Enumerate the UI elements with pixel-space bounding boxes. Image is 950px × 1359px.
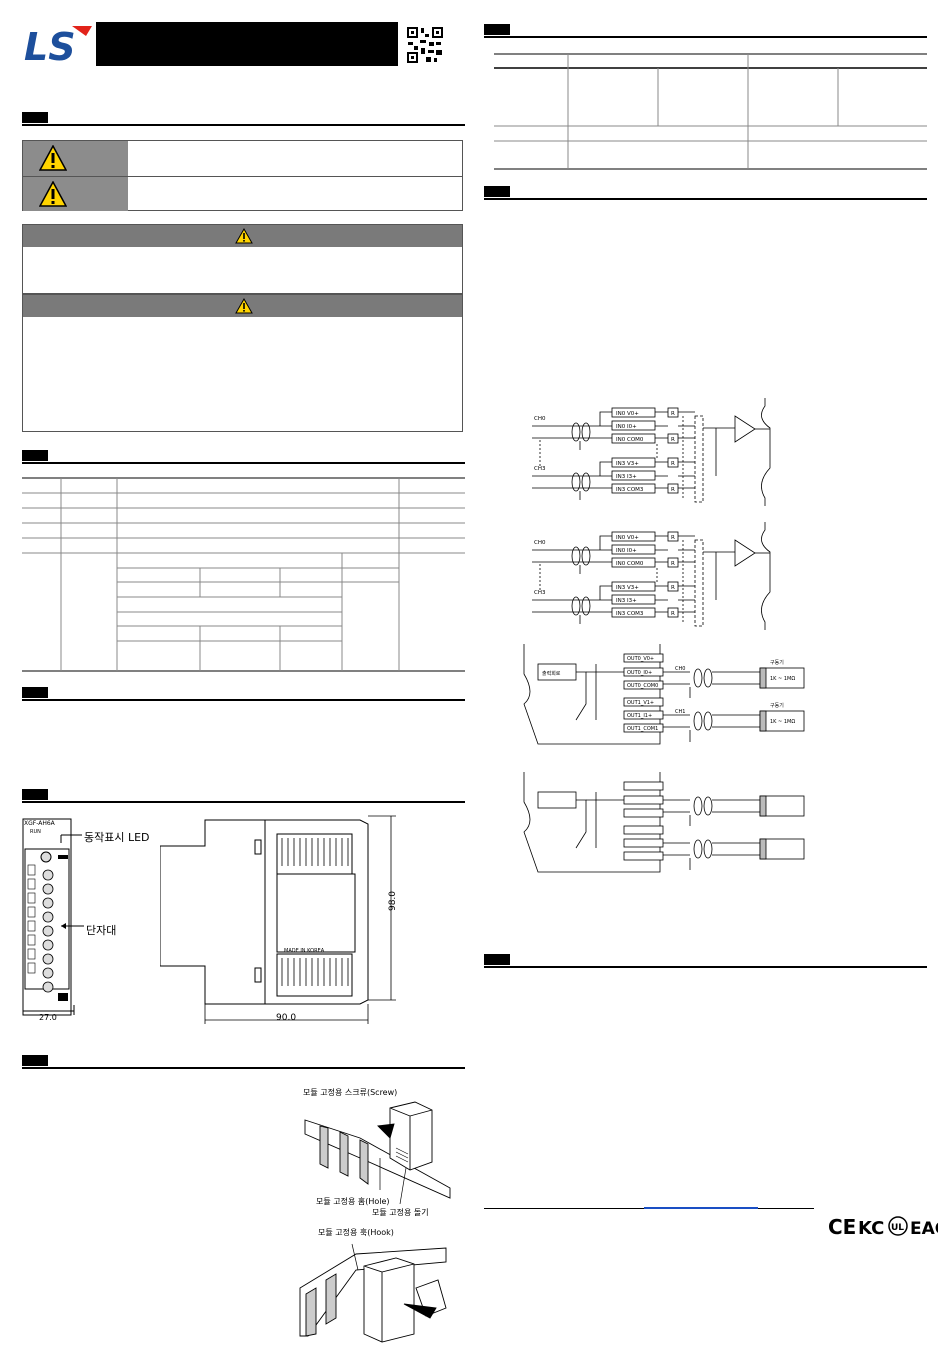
section-header-7 <box>484 186 927 200</box>
output-wiring-diagram-2 <box>523 772 805 873</box>
certification-marks: CE KC UL EAC <box>828 1214 947 1239</box>
pin-label: OUT0_I0+ <box>627 670 652 676</box>
warning-triangle-icon <box>39 145 67 171</box>
resistor-label: R <box>671 411 675 417</box>
warning-icon <box>235 228 253 244</box>
resistor-label: R <box>671 535 675 541</box>
safety-symbol-box <box>22 140 463 211</box>
resistor-label: R <box>671 461 675 467</box>
led-callout-label: 동작표시 LED <box>84 831 150 844</box>
dim-height: 98.0 <box>388 890 399 912</box>
section-header-3 <box>22 687 465 701</box>
section-header-1 <box>22 112 465 126</box>
warning-panel-1 <box>22 224 463 294</box>
pin-label: IN3 V3+ <box>616 461 639 467</box>
qr-code <box>406 26 444 64</box>
pin-label: IN0 V0+ <box>616 535 639 541</box>
ul-mark-text: UL <box>891 1223 904 1233</box>
ce-mark-icon: CE <box>828 1215 856 1238</box>
terminal-callout-label: 단자대 <box>86 924 117 937</box>
install-drawing-1 <box>304 1101 451 1205</box>
pin-label: IN0 V0+ <box>616 411 639 417</box>
front-width-dimension <box>22 1005 75 1015</box>
footer-link[interactable] <box>644 1207 758 1209</box>
pin-label: IN3 I3+ <box>616 598 637 604</box>
performance-table <box>494 53 927 170</box>
module-side-view: MADE IN KOREA <box>160 815 396 1024</box>
pin-label: OUT1_COM1 <box>627 726 658 732</box>
dim-depth: 90.0 <box>276 1013 297 1023</box>
ch-label: CH0 <box>675 666 685 672</box>
screw-label: 모듈 고정용 스크류(Screw) <box>303 1088 398 1097</box>
caution-icon <box>235 298 253 314</box>
load-range: 1K ~ 1MΩ <box>770 719 795 725</box>
hole-label: 모듈 고정용 홈(Hole) <box>316 1197 390 1206</box>
module-model-label: XGF-AH6A <box>24 820 55 827</box>
svg-text:LS: LS <box>24 25 76 66</box>
pin-label: OUT1_V1+ <box>627 700 654 706</box>
pin-label: IN0 COM0 <box>616 437 644 443</box>
section-header-8 <box>484 954 927 968</box>
section-header-6 <box>484 24 927 38</box>
ch-bottom-label: CH3 <box>534 466 546 472</box>
section-header-2 <box>22 450 465 464</box>
ul-mark-icon <box>888 1216 908 1236</box>
ch-label: CH1 <box>675 709 685 715</box>
section-header-5 <box>22 1055 465 1069</box>
ch-top-label: CH0 <box>534 540 546 546</box>
ch-bottom-label: CH3 <box>534 590 546 596</box>
input-wiring-diagram-1: CH0 CH3 IN0 V0+ IN0 I0+ IN0 COM0 IN3 V3+… <box>532 398 771 506</box>
input-wiring-diagram-2: CH0 CH3 IN0 V0+ IN0 I0+ IN0 COM0 IN3 V3+… <box>532 522 771 630</box>
resistor-label: R <box>671 585 675 591</box>
dim-front-width: 27.0 <box>39 1013 57 1022</box>
eac-mark-icon: EAC <box>910 1219 938 1238</box>
kc-mark-icon: KC <box>858 1218 884 1238</box>
pin-label: IN3 COM3 <box>616 487 644 493</box>
warning-panel-2 <box>22 294 463 432</box>
title-bar <box>96 22 398 66</box>
led-callout-arrow <box>60 834 82 843</box>
pin-label: OUT0_V0+ <box>627 656 654 662</box>
pin-label: IN0 I0+ <box>616 548 637 554</box>
module-front-view <box>22 815 74 1025</box>
resistor-label: R <box>671 561 675 567</box>
resistor-label: R <box>671 611 675 617</box>
run-led-label: RUN <box>30 829 41 835</box>
resistor-label: R <box>671 437 675 443</box>
output-circuit-label: 출력회로 <box>542 670 561 677</box>
pin-label: IN3 V3+ <box>616 585 639 591</box>
pin-label: IN3 I3+ <box>616 474 637 480</box>
section-header-4 <box>22 789 465 803</box>
caution-triangle-icon <box>39 181 67 207</box>
pin-label: IN0 COM0 <box>616 561 644 567</box>
ls-logo: LS <box>22 22 94 69</box>
pin-label: IN3 COM3 <box>616 611 644 617</box>
install-drawing-2 <box>299 1243 447 1343</box>
made-in-label: MADE IN KOREA <box>284 948 325 954</box>
spec-table <box>22 477 465 672</box>
hook-label: 모듈 고정용 훅(Hook) <box>318 1228 394 1237</box>
pin-label: OUT0_COM0 <box>627 683 658 689</box>
ch-top-label: CH0 <box>534 416 546 422</box>
resistor-label: R <box>671 487 675 493</box>
terminal-callout-arrow <box>61 923 84 929</box>
output-wiring-diagram: 출력회로 OUT0_V0+ OUT0_I0+ OUT0_COM0 OUT1_V1… <box>523 644 805 745</box>
load-title: 구동기 <box>770 702 784 709</box>
protrusion-label: 모듈 고정용 돌기 <box>372 1208 429 1217</box>
pin-label: IN0 I0+ <box>616 424 637 430</box>
pin-label: OUT1_I1+ <box>627 713 652 719</box>
load-title: 구동기 <box>770 659 784 666</box>
load-range: 1K ~ 1MΩ <box>770 676 795 682</box>
